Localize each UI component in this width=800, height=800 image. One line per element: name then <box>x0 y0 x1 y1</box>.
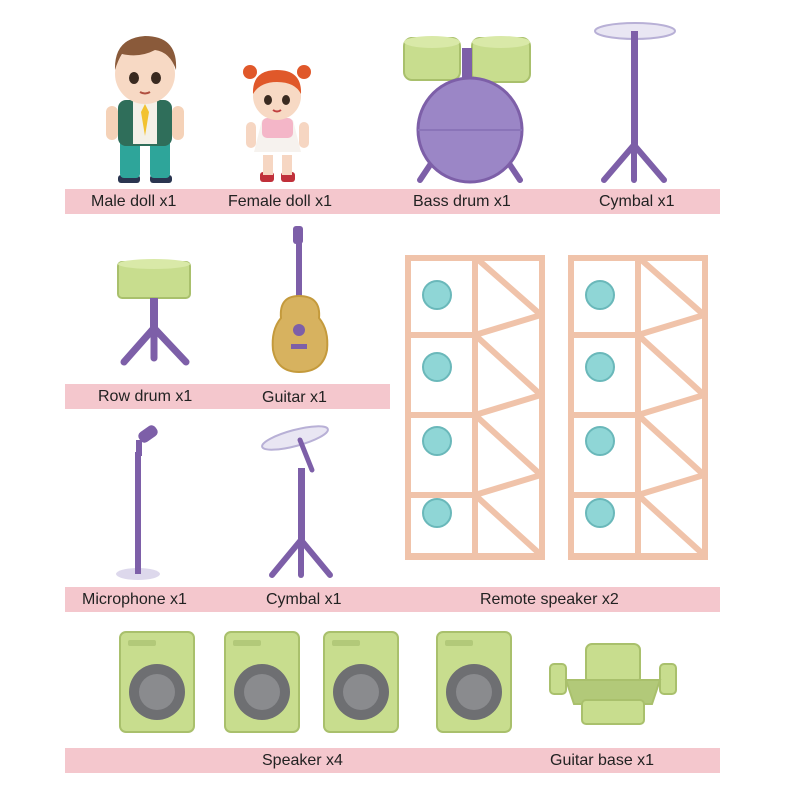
label-row-drum: Row drum x1 <box>98 388 193 405</box>
label-band-row4 <box>65 748 720 773</box>
microphone-image <box>108 424 168 584</box>
label-bass-drum: Bass drum x1 <box>413 193 511 210</box>
label-female-doll: Female doll x1 <box>228 193 333 210</box>
label-male-doll: Male doll x1 <box>91 193 177 210</box>
guitar-base-image <box>548 640 678 730</box>
label-remote-speaker: Remote speaker x2 <box>480 591 619 608</box>
label-band-row1 <box>65 189 720 214</box>
label-cymbal-bottom: Cymbal x1 <box>266 591 342 608</box>
label-microphone: Microphone x1 <box>82 591 187 608</box>
remote-speaker-image-2 <box>568 255 708 560</box>
guitar-image <box>265 226 335 376</box>
label-band-row2 <box>65 384 390 409</box>
cymbal-bottom-image <box>260 420 340 580</box>
remote-speaker-image-1 <box>405 255 545 560</box>
female-doll-image <box>240 60 315 185</box>
label-band-row3 <box>65 587 720 612</box>
speaker-image-4 <box>435 630 513 735</box>
bass-drum-image <box>400 30 540 185</box>
label-guitar: Guitar x1 <box>262 389 327 406</box>
male-doll-image <box>100 30 190 185</box>
label-speaker: Speaker x4 <box>262 752 343 769</box>
speaker-image-2 <box>223 630 301 735</box>
row-drum-image <box>110 258 200 368</box>
speaker-image-3 <box>322 630 400 735</box>
cymbal-top-image <box>590 15 680 185</box>
speaker-image-1 <box>118 630 196 735</box>
label-cymbal-top: Cymbal x1 <box>599 193 675 210</box>
label-guitar-base: Guitar base x1 <box>550 752 655 769</box>
